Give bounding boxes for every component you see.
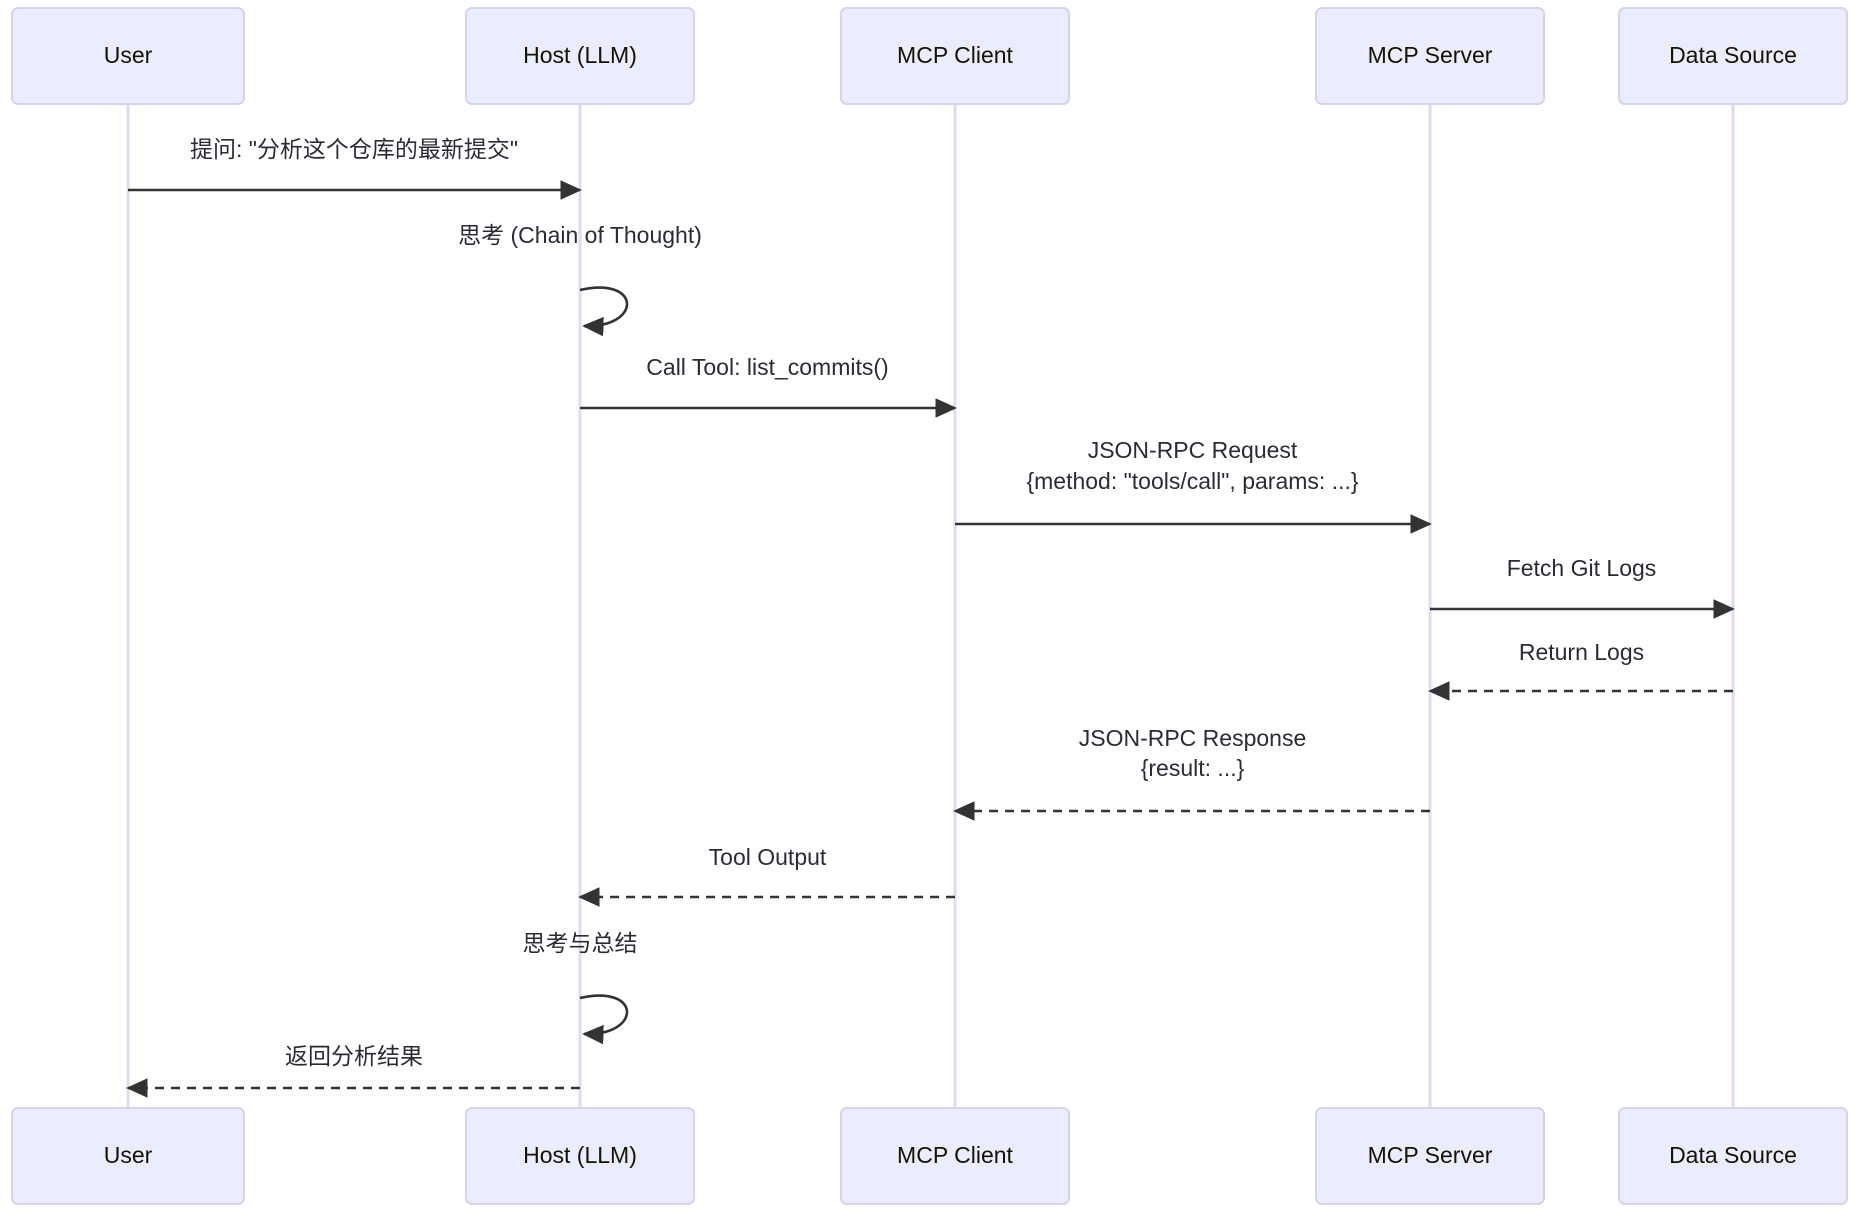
actor-box-user-bottom [11, 1107, 245, 1205]
lifelines-group [126, 104, 1735, 1108]
message-label-m6: Return Logs [1519, 639, 1644, 665]
message-label-m4: JSON-RPC Request [1088, 437, 1298, 463]
actor-mcp_client-bottom[interactable]: MCP Client [840, 1107, 1070, 1205]
message-loop-path-m2 [579, 286, 629, 337]
actor-label-data_source-top: Data Source [1669, 42, 1797, 68]
actor-user-top[interactable]: User [11, 7, 245, 105]
actor-data_source-bottom[interactable]: Data Source [1618, 1107, 1848, 1205]
actor-box-mcp_client-bottom [840, 1107, 1070, 1205]
message-label-m1: 提问: "分析这个仓库的最新提交" [190, 136, 518, 162]
actor-box-data_source-bottom [1618, 1107, 1848, 1205]
message-label-m9: 思考与总结 [523, 930, 638, 956]
message-m8: Tool Output [578, 844, 955, 907]
message-label-m10: 返回分析结果 [285, 1043, 423, 1069]
message-m9: 思考与总结 [523, 930, 638, 1045]
actor-box-mcp_server-bottom [1315, 1107, 1545, 1205]
actor-box-user-top [11, 7, 245, 105]
message-label-m3: Call Tool: list_commits() [646, 354, 888, 380]
actor-label-host-top: Host (LLM) [523, 42, 637, 68]
actor-box-host-top [465, 7, 695, 105]
actor-label-user-top: User [104, 42, 153, 68]
message-label-m8: Tool Output [709, 844, 827, 870]
actor-box-host-bottom [465, 1107, 695, 1205]
actor-box-mcp_client-top [840, 7, 1070, 105]
message-label2-m4: {method: "tools/call", params: ...} [1026, 468, 1358, 494]
actor-label-host-bottom: Host (LLM) [523, 1142, 637, 1168]
message-label-m5: Fetch Git Logs [1507, 555, 1657, 581]
actor-label-user-bottom: User [104, 1142, 153, 1168]
actor-label-mcp_client-bottom: MCP Client [897, 1142, 1013, 1168]
message-label-m2: 思考 (Chain of Thought) [458, 222, 702, 248]
actors-top-group: User Host (LLM) MCP Client MCP Server Data S… [11, 7, 1848, 105]
actor-mcp_server-top[interactable]: MCP Server [1315, 7, 1545, 105]
actor-host-bottom[interactable]: Host (LLM) [465, 1107, 695, 1205]
message-loop-path-m9 [579, 994, 629, 1045]
actor-label-mcp_server-top: MCP Server [1368, 42, 1493, 68]
actor-label-mcp_server-bottom: MCP Server [1368, 1142, 1493, 1168]
message-m10: 返回分析结果 [126, 1043, 580, 1098]
message-m1: 提问: "分析这个仓库的最新提交" [128, 136, 582, 200]
message-label-m7: JSON-RPC Response [1079, 725, 1307, 751]
actor-mcp_server-bottom[interactable]: MCP Server [1315, 1107, 1545, 1205]
message-label2-m7: {result: ...} [1141, 755, 1245, 781]
actor-user-bottom[interactable]: User [11, 1107, 245, 1205]
actor-mcp_client-top[interactable]: MCP Client [840, 7, 1070, 105]
actors-bottom-group: User Host (LLM) MCP Client MCP Server Data S… [11, 1107, 1848, 1205]
actor-label-data_source-bottom: Data Source [1669, 1142, 1797, 1168]
message-m7: JSON-RPC Response {result: ...} [953, 725, 1430, 821]
message-m4: JSON-RPC Request {method: "tools/call", p… [955, 437, 1432, 534]
actor-label-mcp_client-top: MCP Client [897, 42, 1013, 68]
actor-box-data_source-top [1618, 7, 1848, 105]
message-m5: Fetch Git Logs [1430, 555, 1735, 619]
messages-group: 提问: "分析这个仓库的最新提交" 思考 (Chain of Thought) Ca… [126, 136, 1735, 1098]
message-m2: 思考 (Chain of Thought) [458, 222, 702, 337]
actor-host-top[interactable]: Host (LLM) [465, 7, 695, 105]
message-m6: Return Logs [1428, 639, 1733, 701]
actor-box-mcp_server-top [1315, 7, 1545, 105]
actor-data_source-top[interactable]: Data Source [1618, 7, 1848, 105]
message-m3: Call Tool: list_commits() [580, 354, 957, 418]
